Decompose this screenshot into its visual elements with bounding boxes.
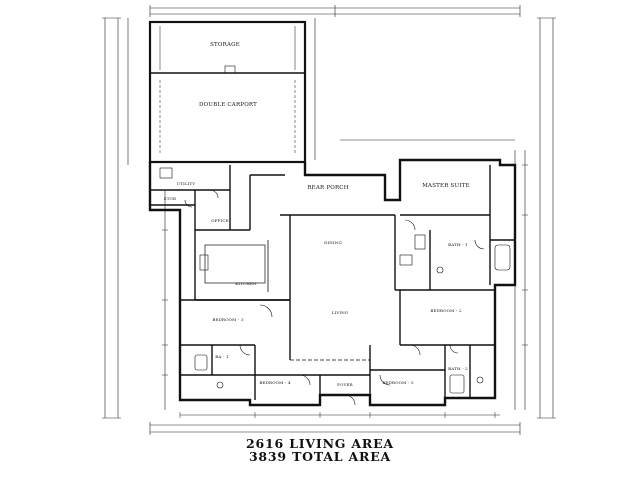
label-stor: STOR bbox=[164, 196, 177, 201]
label-bedroom-3: BEDROOM - 3 bbox=[212, 317, 244, 322]
room-labels: STORAGE DOUBLE CARPORT REAR PORCH MASTER… bbox=[164, 42, 470, 387]
door-swings bbox=[184, 189, 485, 406]
label-storage: STORAGE bbox=[210, 42, 240, 48]
label-utility: UTILITY bbox=[177, 181, 196, 186]
label-bath-1: BATH - 1 bbox=[448, 242, 468, 247]
label-bedroom-5: BEDROOM - 5 bbox=[382, 380, 414, 385]
fixtures bbox=[159, 167, 511, 394]
label-double-carport: DOUBLE CARPORT bbox=[199, 102, 257, 108]
label-bedroom-2: BEDROOM - 2 bbox=[430, 308, 462, 313]
label-living: LIVING bbox=[332, 310, 349, 315]
dimension-ticks bbox=[162, 164, 528, 418]
label-dining: DINING bbox=[324, 240, 342, 245]
label-office: OFFICE bbox=[211, 218, 229, 223]
label-bedroom-4: BEDROOM - 4 bbox=[259, 380, 291, 385]
label-bath-2: BATH - 2 bbox=[448, 366, 468, 371]
label-master-suite: MASTER SUITE bbox=[422, 183, 470, 189]
label-ba: BA - 1 bbox=[215, 354, 228, 359]
carport-block bbox=[148, 20, 307, 164]
interior-walls bbox=[150, 165, 515, 400]
dimension-lines bbox=[102, 5, 556, 435]
label-rear-porch: REAR PORCH bbox=[307, 185, 348, 191]
label-foyer: FOYER bbox=[337, 382, 353, 387]
living-area-caption: 2616 LIVING AREA bbox=[246, 436, 394, 451]
total-area-caption: 3839 TOTAL AREA bbox=[248, 449, 392, 464]
label-kitchen: KITCHEN bbox=[235, 281, 257, 286]
